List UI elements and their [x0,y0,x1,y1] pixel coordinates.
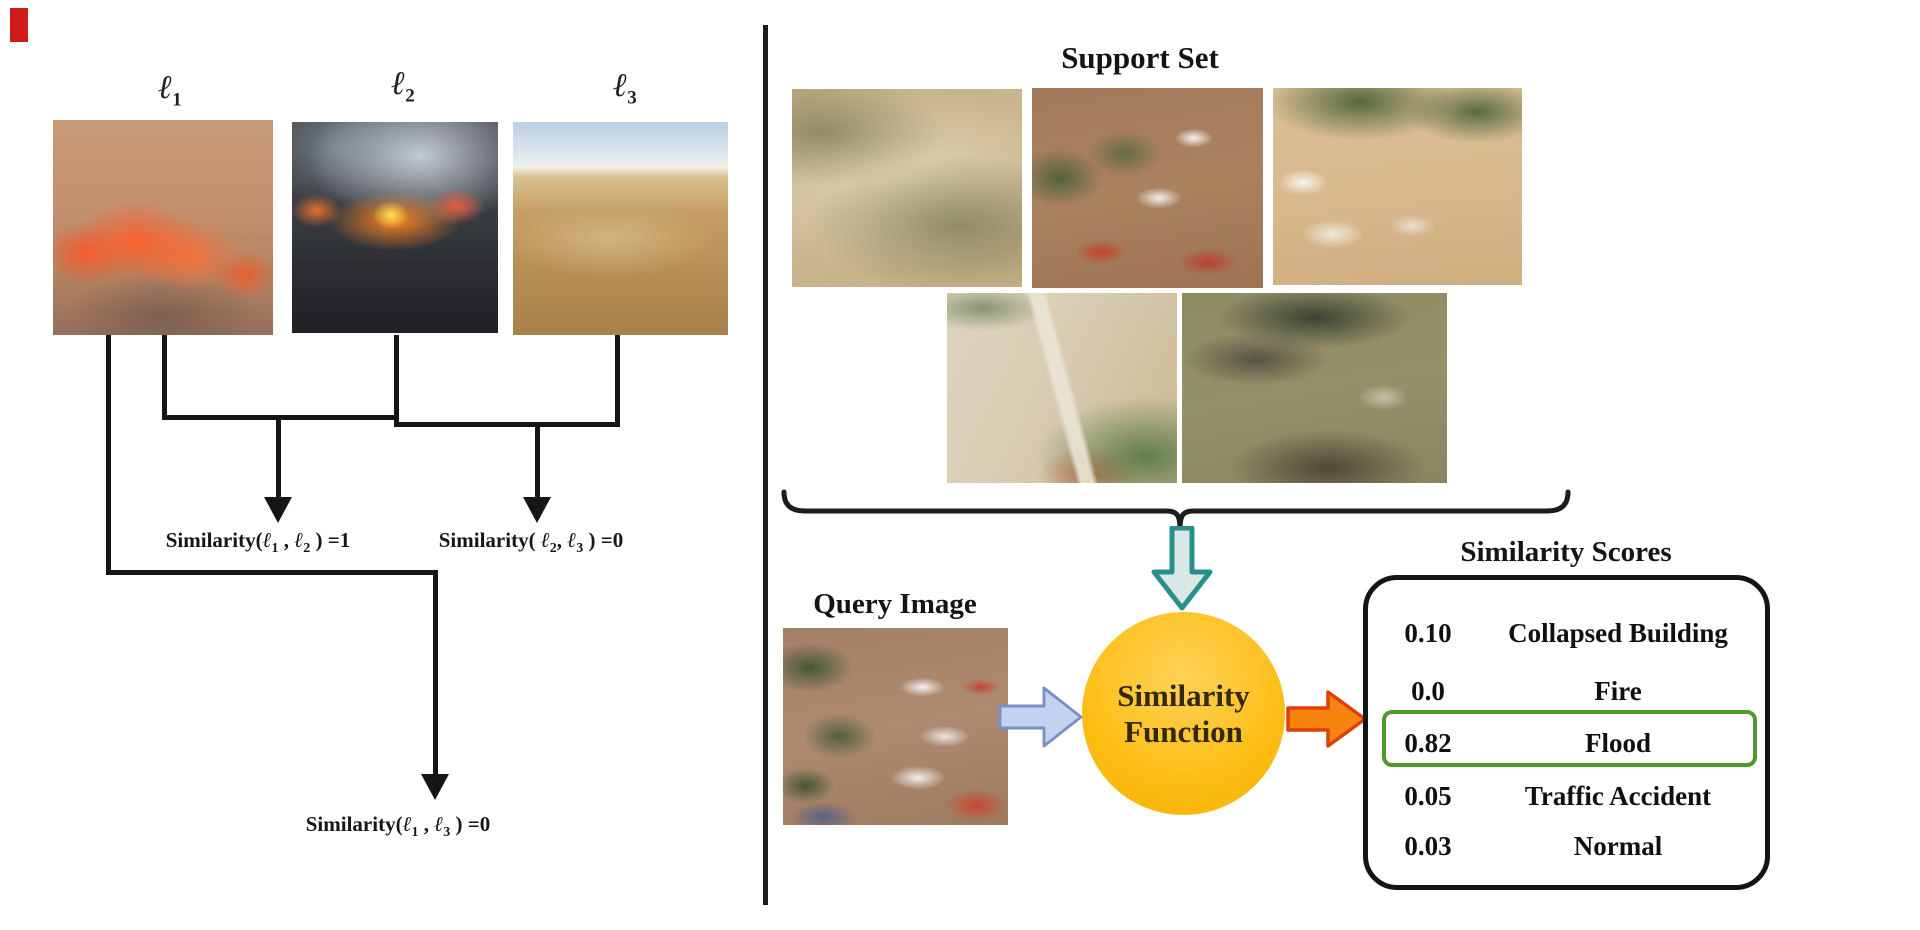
support-image-1 [792,89,1022,287]
score-value: 0.05 [1404,780,1452,811]
score-row-normal: 0.03 Normal [1368,821,1765,871]
down-arrow-icon [421,774,449,800]
output-right-arrow-icon [1286,690,1367,748]
connector-line [162,415,399,420]
equation-sim-l2-l3: Similarity( ℓ2, ℓ3 ) =0 [438,528,624,557]
equation-sim-l1-l3: Similarity(ℓ1 , ℓ3 ) =0 [305,812,491,841]
label-l3: ℓ3 [613,68,637,109]
equation-sim-l1-l2: Similarity(ℓ1 , ℓ2 ) =1 [165,528,351,557]
score-row-flood: 0.82 Flood [1368,718,1765,768]
score-row-fire: 0.0 Fire [1368,666,1765,716]
connector-line [394,335,399,426]
down-arrow-icon [523,497,551,523]
panel-divider [763,25,768,905]
similarity-scores-title: Similarity Scores [1460,536,1672,568]
arrow-shaft [276,419,281,499]
connector-line [162,335,167,419]
connector-line [615,335,620,426]
score-label: Flood [1584,727,1651,758]
score-label: Collapsed Building [1508,617,1728,648]
photo-l2-night-fire [292,122,498,333]
support-image-4 [947,293,1177,483]
red-corner-mark [10,8,28,42]
arrow-shaft [433,570,438,776]
score-label: Normal [1573,830,1663,861]
similarity-scores-table: 0.10 Collapsed Building 0.0 Fire 0.82 Fl… [1363,575,1770,890]
arrow-shaft [535,426,540,499]
photo-l1-fire [53,120,273,335]
down-arrow-icon [264,497,292,523]
score-value: 0.10 [1404,617,1452,648]
highlight-box-flood [1382,710,1757,767]
label-l2: ℓ2 [391,66,415,107]
similarity-function-node: Similarity Function [1082,612,1285,815]
connector-line [106,570,438,575]
score-row-traffic-accident: 0.05 Traffic Accident [1368,771,1765,821]
support-down-arrow-icon [1151,526,1213,611]
score-label: Fire [1594,675,1642,706]
support-set-title: Support Set [1061,40,1219,75]
similarity-function-label-line2: Function [1124,713,1243,749]
connector-line [394,422,620,427]
score-label: Traffic Accident [1524,780,1712,811]
connector-line [106,335,111,573]
query-image [783,628,1008,825]
photo-l3-field [513,122,728,335]
score-row-collapsed-building: 0.10 Collapsed Building [1368,608,1765,658]
label-l1: ℓ1 [158,70,182,111]
support-image-3 [1273,88,1522,285]
score-value: 0.0 [1411,675,1445,706]
support-image-5 [1182,293,1447,483]
score-value: 0.82 [1404,727,1452,758]
query-right-arrow-icon [998,686,1083,748]
support-image-2 [1032,88,1263,288]
score-value: 0.03 [1404,830,1452,861]
query-image-title: Query Image [813,588,977,620]
similarity-function-label-line1: Similarity [1117,677,1250,713]
